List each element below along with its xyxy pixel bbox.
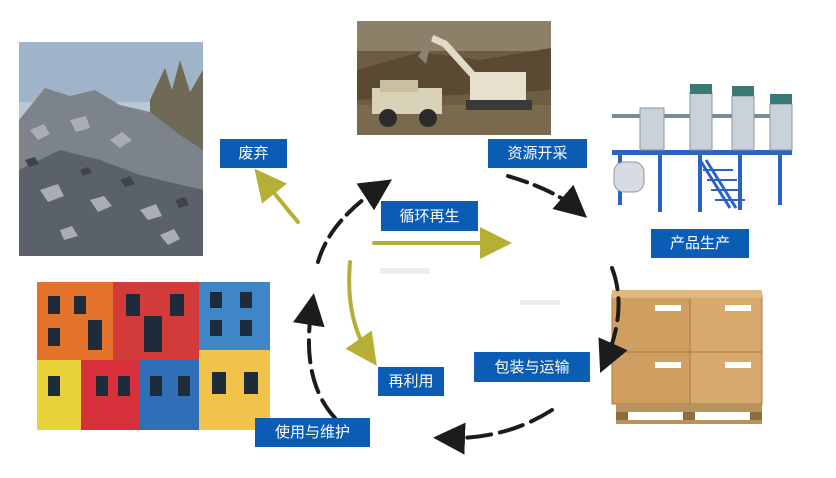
center-dots xyxy=(380,268,560,305)
arrow-recycle-to-mining xyxy=(316,179,393,264)
label-waste: 废弃 xyxy=(220,139,287,168)
label-use-maintenance: 使用与维护 xyxy=(255,418,370,447)
arrow-use-to-recycle xyxy=(293,293,337,420)
recycle-arrows xyxy=(254,168,512,366)
arrow-to-waste xyxy=(254,168,300,224)
label-packaging: 包装与运输 xyxy=(474,352,590,382)
arrow-production-to-packaging xyxy=(598,266,628,373)
arrow-packaging-to-use xyxy=(433,408,554,455)
label-mining: 资源开采 xyxy=(488,139,587,168)
factory-tanks-photo xyxy=(600,84,822,216)
excavator-mine-photo xyxy=(357,21,551,135)
pallet-boxes-photo xyxy=(611,290,763,424)
rubble-pile-photo xyxy=(19,42,203,256)
label-recycle: 循环再生 xyxy=(381,201,478,231)
label-reuse: 再利用 xyxy=(378,367,444,396)
cycle-arrows xyxy=(293,174,628,455)
arrow-mining-to-production xyxy=(506,174,588,218)
arrow-to-reuse xyxy=(345,260,377,366)
label-production: 产品生产 xyxy=(651,229,749,258)
colorful-buildings-photo xyxy=(37,282,270,430)
